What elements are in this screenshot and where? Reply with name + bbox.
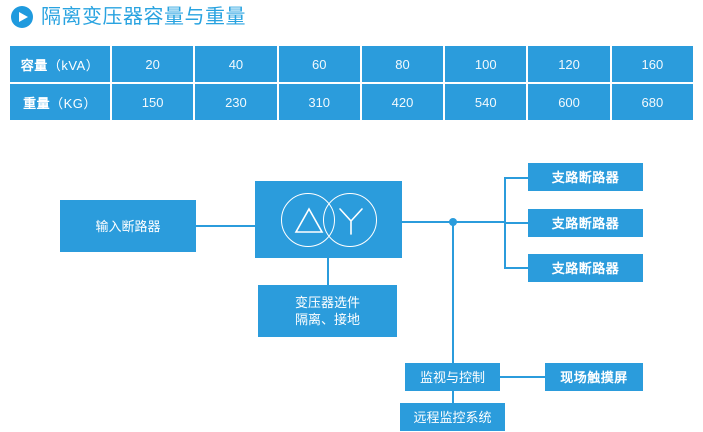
cell-weight-6: 680 bbox=[611, 84, 693, 120]
line-branch-stub-1 bbox=[504, 177, 529, 179]
local-touchscreen-box[interactable]: 现场触摸屏 bbox=[545, 363, 643, 391]
cell-capacity-3: 80 bbox=[361, 46, 444, 82]
page-title: 隔离变压器容量与重量 bbox=[41, 6, 246, 28]
wye-winding-icon bbox=[322, 192, 377, 247]
line-bus-horizontal bbox=[452, 221, 506, 223]
row-label: 容量 bbox=[20, 57, 48, 73]
line-monitor-to-touchscreen bbox=[500, 376, 545, 378]
cell-weight-4: 540 bbox=[445, 84, 527, 120]
cell-weight-0: 150 bbox=[112, 84, 194, 120]
table-row: 重量（KG） 150 230 310 420 540 600 680 bbox=[10, 84, 693, 120]
play-triangle-icon bbox=[11, 6, 33, 28]
cell-capacity-0: 20 bbox=[112, 46, 194, 82]
transformer-symbol-box[interactable] bbox=[255, 181, 402, 258]
transformer-options-box[interactable]: 变压器选件 隔离、接地 bbox=[258, 285, 397, 337]
cell-capacity-1: 40 bbox=[195, 46, 277, 82]
row-header-capacity: 容量（kVA） bbox=[10, 46, 110, 82]
cell-capacity-5: 120 bbox=[528, 46, 610, 82]
remote-monitoring-box[interactable]: 远程监控系统 bbox=[400, 403, 505, 431]
cell-weight-5: 600 bbox=[528, 84, 610, 120]
branch-breaker-box-3[interactable]: 支路断路器 bbox=[528, 254, 643, 282]
transformer-options-line-2: 隔离、接地 bbox=[294, 312, 360, 327]
line-branch-stub-3 bbox=[504, 267, 529, 269]
row-label: 重量 bbox=[23, 95, 51, 111]
cell-weight-2: 310 bbox=[278, 84, 360, 120]
input-breaker-box[interactable]: 输入断路器 bbox=[60, 200, 196, 252]
row-header-weight: 重量（KG） bbox=[10, 84, 110, 120]
bus-junction-node bbox=[449, 218, 457, 226]
branch-breaker-box-2[interactable]: 支路断路器 bbox=[528, 209, 643, 237]
branch-breaker-box-1[interactable]: 支路断路器 bbox=[528, 163, 643, 191]
capacity-weight-table: 容量（kVA） 20 40 60 80 100 120 160 重量（KG） 1… bbox=[8, 44, 695, 122]
line-transformer-to-bus bbox=[402, 221, 456, 223]
cell-weight-1: 230 bbox=[195, 84, 277, 120]
transformer-options-line-1: 变压器选件 bbox=[294, 295, 360, 310]
cell-capacity-2: 60 bbox=[278, 46, 360, 82]
row-unit: （KG） bbox=[50, 95, 97, 111]
page-header: 隔离变压器容量与重量 bbox=[0, 0, 703, 38]
cell-capacity-4: 100 bbox=[445, 46, 527, 82]
line-branch-stub-2 bbox=[504, 222, 529, 224]
line-transformer-to-options bbox=[327, 258, 329, 285]
single-line-diagram: 输入断路器 变压器选件 隔离、接地 支路断路器 支路断路器 支路断路器 监视与控… bbox=[0, 140, 703, 432]
row-unit: （kVA） bbox=[47, 57, 100, 73]
line-bus-to-monitor bbox=[452, 221, 454, 363]
line-input-to-transformer bbox=[196, 225, 255, 227]
table-row: 容量（kVA） 20 40 60 80 100 120 160 bbox=[10, 46, 693, 82]
cell-capacity-6: 160 bbox=[611, 46, 693, 82]
transformer-windings bbox=[280, 192, 377, 247]
line-monitor-to-remote bbox=[452, 391, 454, 403]
monitor-control-box[interactable]: 监视与控制 bbox=[405, 363, 500, 391]
cell-weight-3: 420 bbox=[361, 84, 444, 120]
